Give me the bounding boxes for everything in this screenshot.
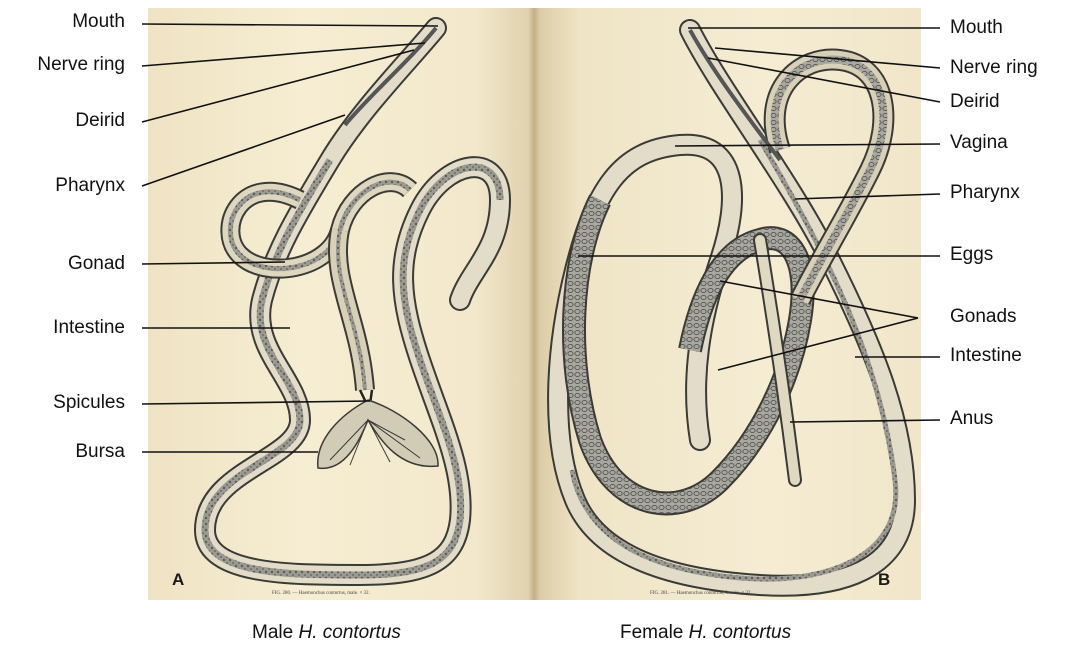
label-pharynx-female: Pharynx [950,182,1020,204]
label-gonad-male: Gonad [68,253,125,275]
female-figure-note: FIG. 281. — Haemonchus contortus, female… [650,591,752,596]
female-caption-prefix: Female [620,622,683,643]
label-nerve-ring-female: Nerve ring [950,57,1038,79]
label-nerve-ring-male: Nerve ring [37,54,125,76]
female-caption-species: H. contortus [689,622,791,643]
label-intestine-male: Intestine [53,317,125,339]
label-mouth-female: Mouth [950,17,1003,39]
female-caption: Female H. contortus [620,622,791,644]
label-vagina-female: Vagina [950,132,1008,154]
label-deirid-female: Deirid [950,91,1000,113]
label-anus-female: Anus [950,408,993,430]
panel-letter-a: A [172,570,184,590]
male-figure-note: FIG. 280. — Haemonchus contortus, male. … [272,591,370,596]
label-pharynx-male: Pharynx [55,175,125,197]
label-bursa-male: Bursa [75,441,125,463]
label-spicules-male: Spicules [53,392,125,414]
male-worm [205,28,500,575]
label-eggs-female: Eggs [950,244,993,266]
label-gonads-female: Gonads [950,306,1017,328]
male-caption-species: H. contortus [298,622,400,643]
male-caption-prefix: Male [252,622,293,643]
panel-letter-b: B [878,570,890,590]
female-worm [558,30,905,586]
label-deirid-male: Deirid [75,110,125,132]
label-intestine-female: Intestine [950,345,1022,367]
label-mouth-male: Mouth [72,11,125,33]
male-caption: Male H. contortus [252,622,401,644]
